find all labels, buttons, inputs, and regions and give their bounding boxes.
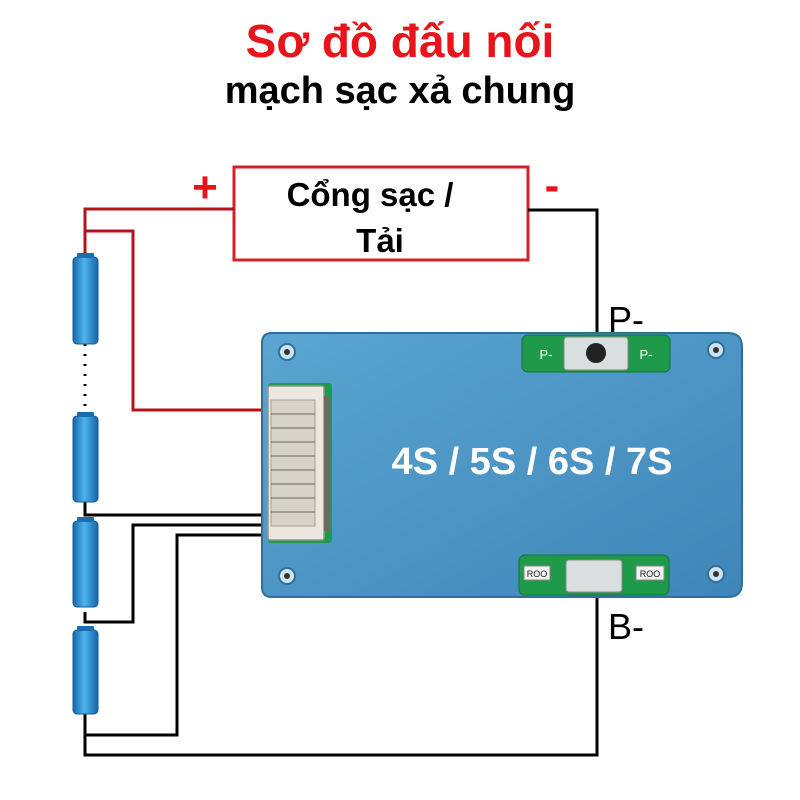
connector-pin-slots xyxy=(271,413,315,513)
p-minus-solder-point xyxy=(586,343,606,363)
p-minus-wire xyxy=(528,208,599,340)
balance-wire-2 xyxy=(83,502,266,517)
port-label-line1: Cổng sạc / xyxy=(287,176,454,213)
cell-config-label: 4S / 5S / 6S / 7S xyxy=(392,441,673,483)
positive-wires xyxy=(83,207,266,412)
b-minus-wire xyxy=(83,594,599,757)
port-plus-sign: + xyxy=(192,163,218,212)
port-minus-sign: - xyxy=(545,161,560,210)
balance-wire-top xyxy=(85,229,266,412)
negative-wires xyxy=(83,208,599,757)
connector-pin-row xyxy=(324,396,330,531)
b-minus-terminal-label: B- xyxy=(608,606,644,647)
mounting-hole-center xyxy=(284,349,290,355)
battery-cell xyxy=(72,412,99,503)
b-minus-pad xyxy=(565,559,623,593)
mounting-hole-center xyxy=(284,573,290,579)
p-minus-terminal-label: P- xyxy=(608,299,644,340)
main-positive-wire xyxy=(83,207,234,262)
resistor-left xyxy=(523,565,551,581)
battery-cell xyxy=(72,626,99,715)
bms-board: P- P- ROO ROO 4S / 5S / 6S / 7S xyxy=(261,332,743,598)
battery-cell xyxy=(72,253,99,345)
port-label-line2: Tải xyxy=(356,222,404,259)
diagram-subtitle: mạch sạc xả chung xyxy=(224,70,576,112)
balance-wire-3 xyxy=(83,523,266,624)
balance-wire-4 xyxy=(85,533,266,737)
battery-cell xyxy=(72,517,99,608)
pad-label-top-right: P- xyxy=(640,347,653,362)
pad-label-bottom-left: ROO xyxy=(527,569,548,579)
charge-load-port-box xyxy=(232,165,530,262)
pad-label-bottom-right: ROO xyxy=(640,569,661,579)
battery-cells xyxy=(72,253,99,715)
connector-housing xyxy=(270,399,316,527)
pad-label-top-left: P- xyxy=(540,347,553,362)
mounting-hole-center xyxy=(713,347,719,353)
resistor-right xyxy=(635,565,665,581)
mounting-hole-center xyxy=(713,571,719,577)
diagram-title: Sơ đồ đấu nối xyxy=(245,15,555,67)
